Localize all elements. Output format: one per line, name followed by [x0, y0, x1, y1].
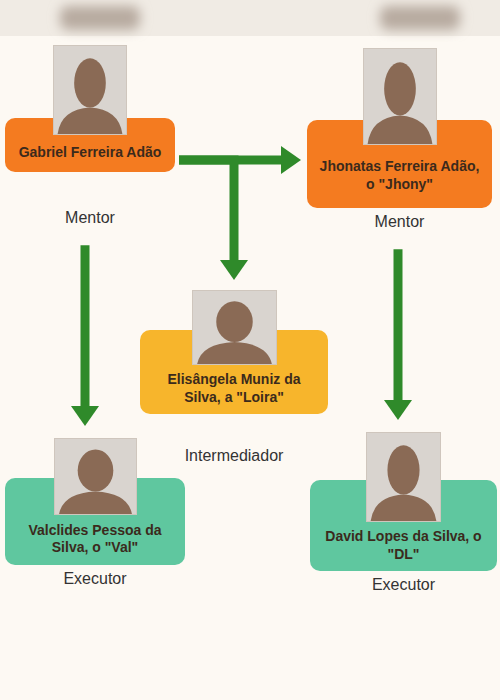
- person-card: Valclides Pessoa da Silva, o "Val" Execut…: [5, 438, 185, 588]
- arrow-connector: [71, 245, 99, 426]
- mugshot-photo: [363, 48, 437, 145]
- mugshot-photo: [53, 45, 127, 135]
- arrow-head: [384, 400, 412, 420]
- arrow-connector: [384, 249, 412, 420]
- person-card: David Lopes da Silva, o "DL" Executor: [310, 432, 497, 594]
- photo-silhouette: [367, 433, 440, 521]
- mugshot-photo: [192, 290, 277, 365]
- blurred-strip: [0, 0, 500, 36]
- photo-silhouette: [364, 49, 436, 144]
- photo-silhouette: [193, 291, 276, 364]
- person-name: David Lopes da Silva, o "DL": [320, 528, 487, 563]
- arrow-line: [81, 245, 90, 410]
- role-label: Mentor: [65, 208, 115, 227]
- mugshot-photo: [366, 432, 441, 522]
- person-name: Jhonatas Ferreira Adão, o "Jhony": [317, 158, 482, 193]
- person-name: Gabriel Ferreira Adão: [19, 144, 162, 162]
- blurred-photo: [60, 6, 140, 30]
- person-card: Jhonatas Ferreira Adão, o "Jhony" Mentor: [307, 48, 492, 231]
- arrow-head: [71, 406, 99, 426]
- role-label: Intermediador: [185, 446, 284, 465]
- role-label: Executor: [372, 575, 435, 594]
- person-card: Gabriel Ferreira AdãoMentor: [5, 45, 175, 227]
- arrow-line: [394, 249, 403, 404]
- blurred-photo: [380, 6, 460, 30]
- arrow-line: [179, 160, 234, 264]
- arrow-head: [281, 146, 301, 174]
- person-name: Elisângela Muniz da Silva, a "Loira": [150, 371, 318, 406]
- arrow-connector: [179, 160, 248, 280]
- person-card: Elisângela Muniz da Silva, a "Loira" Inte…: [140, 290, 328, 465]
- photo-silhouette: [54, 46, 126, 134]
- mugshot-photo: [54, 438, 137, 515]
- arrow-head: [220, 260, 248, 280]
- person-name: Valclides Pessoa da Silva, o "Val": [15, 522, 175, 557]
- role-label: Mentor: [375, 212, 425, 231]
- photo-silhouette: [55, 439, 136, 514]
- role-label: Executor: [63, 569, 126, 588]
